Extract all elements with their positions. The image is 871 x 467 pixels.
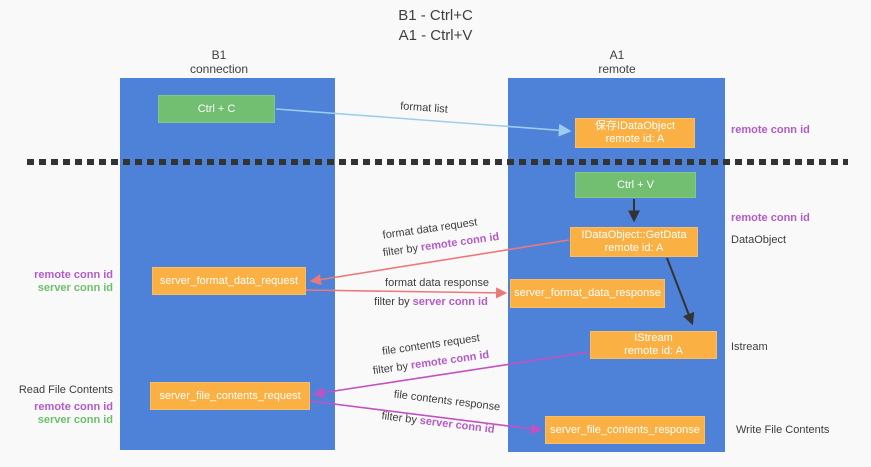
server-file-contents-response-box: server_file_contents_response [545, 416, 705, 444]
ctrl-v-label: Ctrl + V [617, 178, 654, 191]
left-conn-id-stack-bottom: Read File Contents remote conn id server… [19, 384, 113, 427]
file-contents-response-label: file contents response [393, 388, 501, 414]
left-lane-name: B1 [211, 48, 227, 62]
server-format-data-request-box: server_format_data_request [152, 267, 306, 295]
filter-by-text: filter by [380, 410, 418, 427]
right-remote-conn-id-mid-label: remote conn id [731, 212, 810, 224]
istream-box: IStream remote id: A [590, 331, 717, 359]
ctrl-c-label: Ctrl + C [197, 102, 236, 115]
getdata-box: IDataObject::GetData remote id: A [570, 227, 698, 257]
filter-by-text: filter by [382, 242, 419, 260]
format-data-response-arrow [305, 287, 508, 299]
server-format-data-response-label: server_format_data_response [514, 287, 661, 299]
left-remote-conn-id-label: remote conn id [34, 269, 113, 281]
ctrl-c-box: Ctrl + C [158, 95, 275, 123]
server-format-data-response-box: server_format_data_response [510, 279, 665, 308]
server-conn-id-text: server conn id [419, 414, 496, 436]
write-file-contents-label: Write File Contents [736, 424, 830, 436]
istream-line2: remote id: A [624, 345, 683, 357]
right-lane-header: A1 remote [598, 48, 635, 76]
diagram-title-line2: A1 - Ctrl+V [398, 27, 473, 44]
left-server-conn-id-label-2: server conn id [37, 414, 113, 426]
diagram-title-line1: B1 - Ctrl+C [398, 7, 473, 24]
dataobject-label: DataObject [731, 234, 787, 246]
format-data-response-label: format data response [385, 277, 489, 289]
remote-conn-id-text: remote conn id [410, 348, 490, 372]
server-format-data-request-label: server_format_data_request [159, 274, 299, 287]
right-remote-conn-id-top-label: remote conn id [731, 124, 810, 136]
istream-side-label: Istream [731, 341, 768, 353]
filter-by-text: filter by [374, 296, 410, 308]
format-list-label: format list [399, 100, 449, 116]
saved-dataobject-box: 保存IDataObject remote id: A [575, 118, 695, 148]
left-server-conn-id-label: server conn id [37, 282, 113, 294]
server-file-contents-response-label: server_file_contents_response [550, 423, 700, 436]
left-lane-role: connection [189, 62, 249, 76]
server-file-contents-request-label: server_file_contents_request [159, 389, 301, 402]
saved-dataobject-line1: 保存IDataObject [594, 120, 676, 132]
left-lane-header: B1 connection [190, 48, 248, 76]
right-lane-role: remote [598, 62, 636, 76]
server-file-contents-request-box: server_file_contents_request [150, 382, 310, 410]
left-conn-id-stack-top: remote conn id server conn id [34, 269, 113, 295]
read-file-contents-label: Read File Contents [18, 384, 113, 396]
getdata-line2: remote id: A [604, 242, 664, 254]
getdata-line1: IDataObject::GetData [581, 229, 687, 241]
ctrl-v-box: Ctrl + V [575, 172, 696, 198]
saved-dataobject-line2: remote id: A [605, 133, 665, 145]
right-lane-name: A1 [609, 48, 625, 62]
server-conn-id-text: server conn id [412, 296, 488, 308]
istream-line1: IStream [634, 332, 673, 344]
filter-by-text: filter by [372, 360, 409, 378]
left-remote-conn-id-label-2: remote conn id [34, 401, 113, 413]
